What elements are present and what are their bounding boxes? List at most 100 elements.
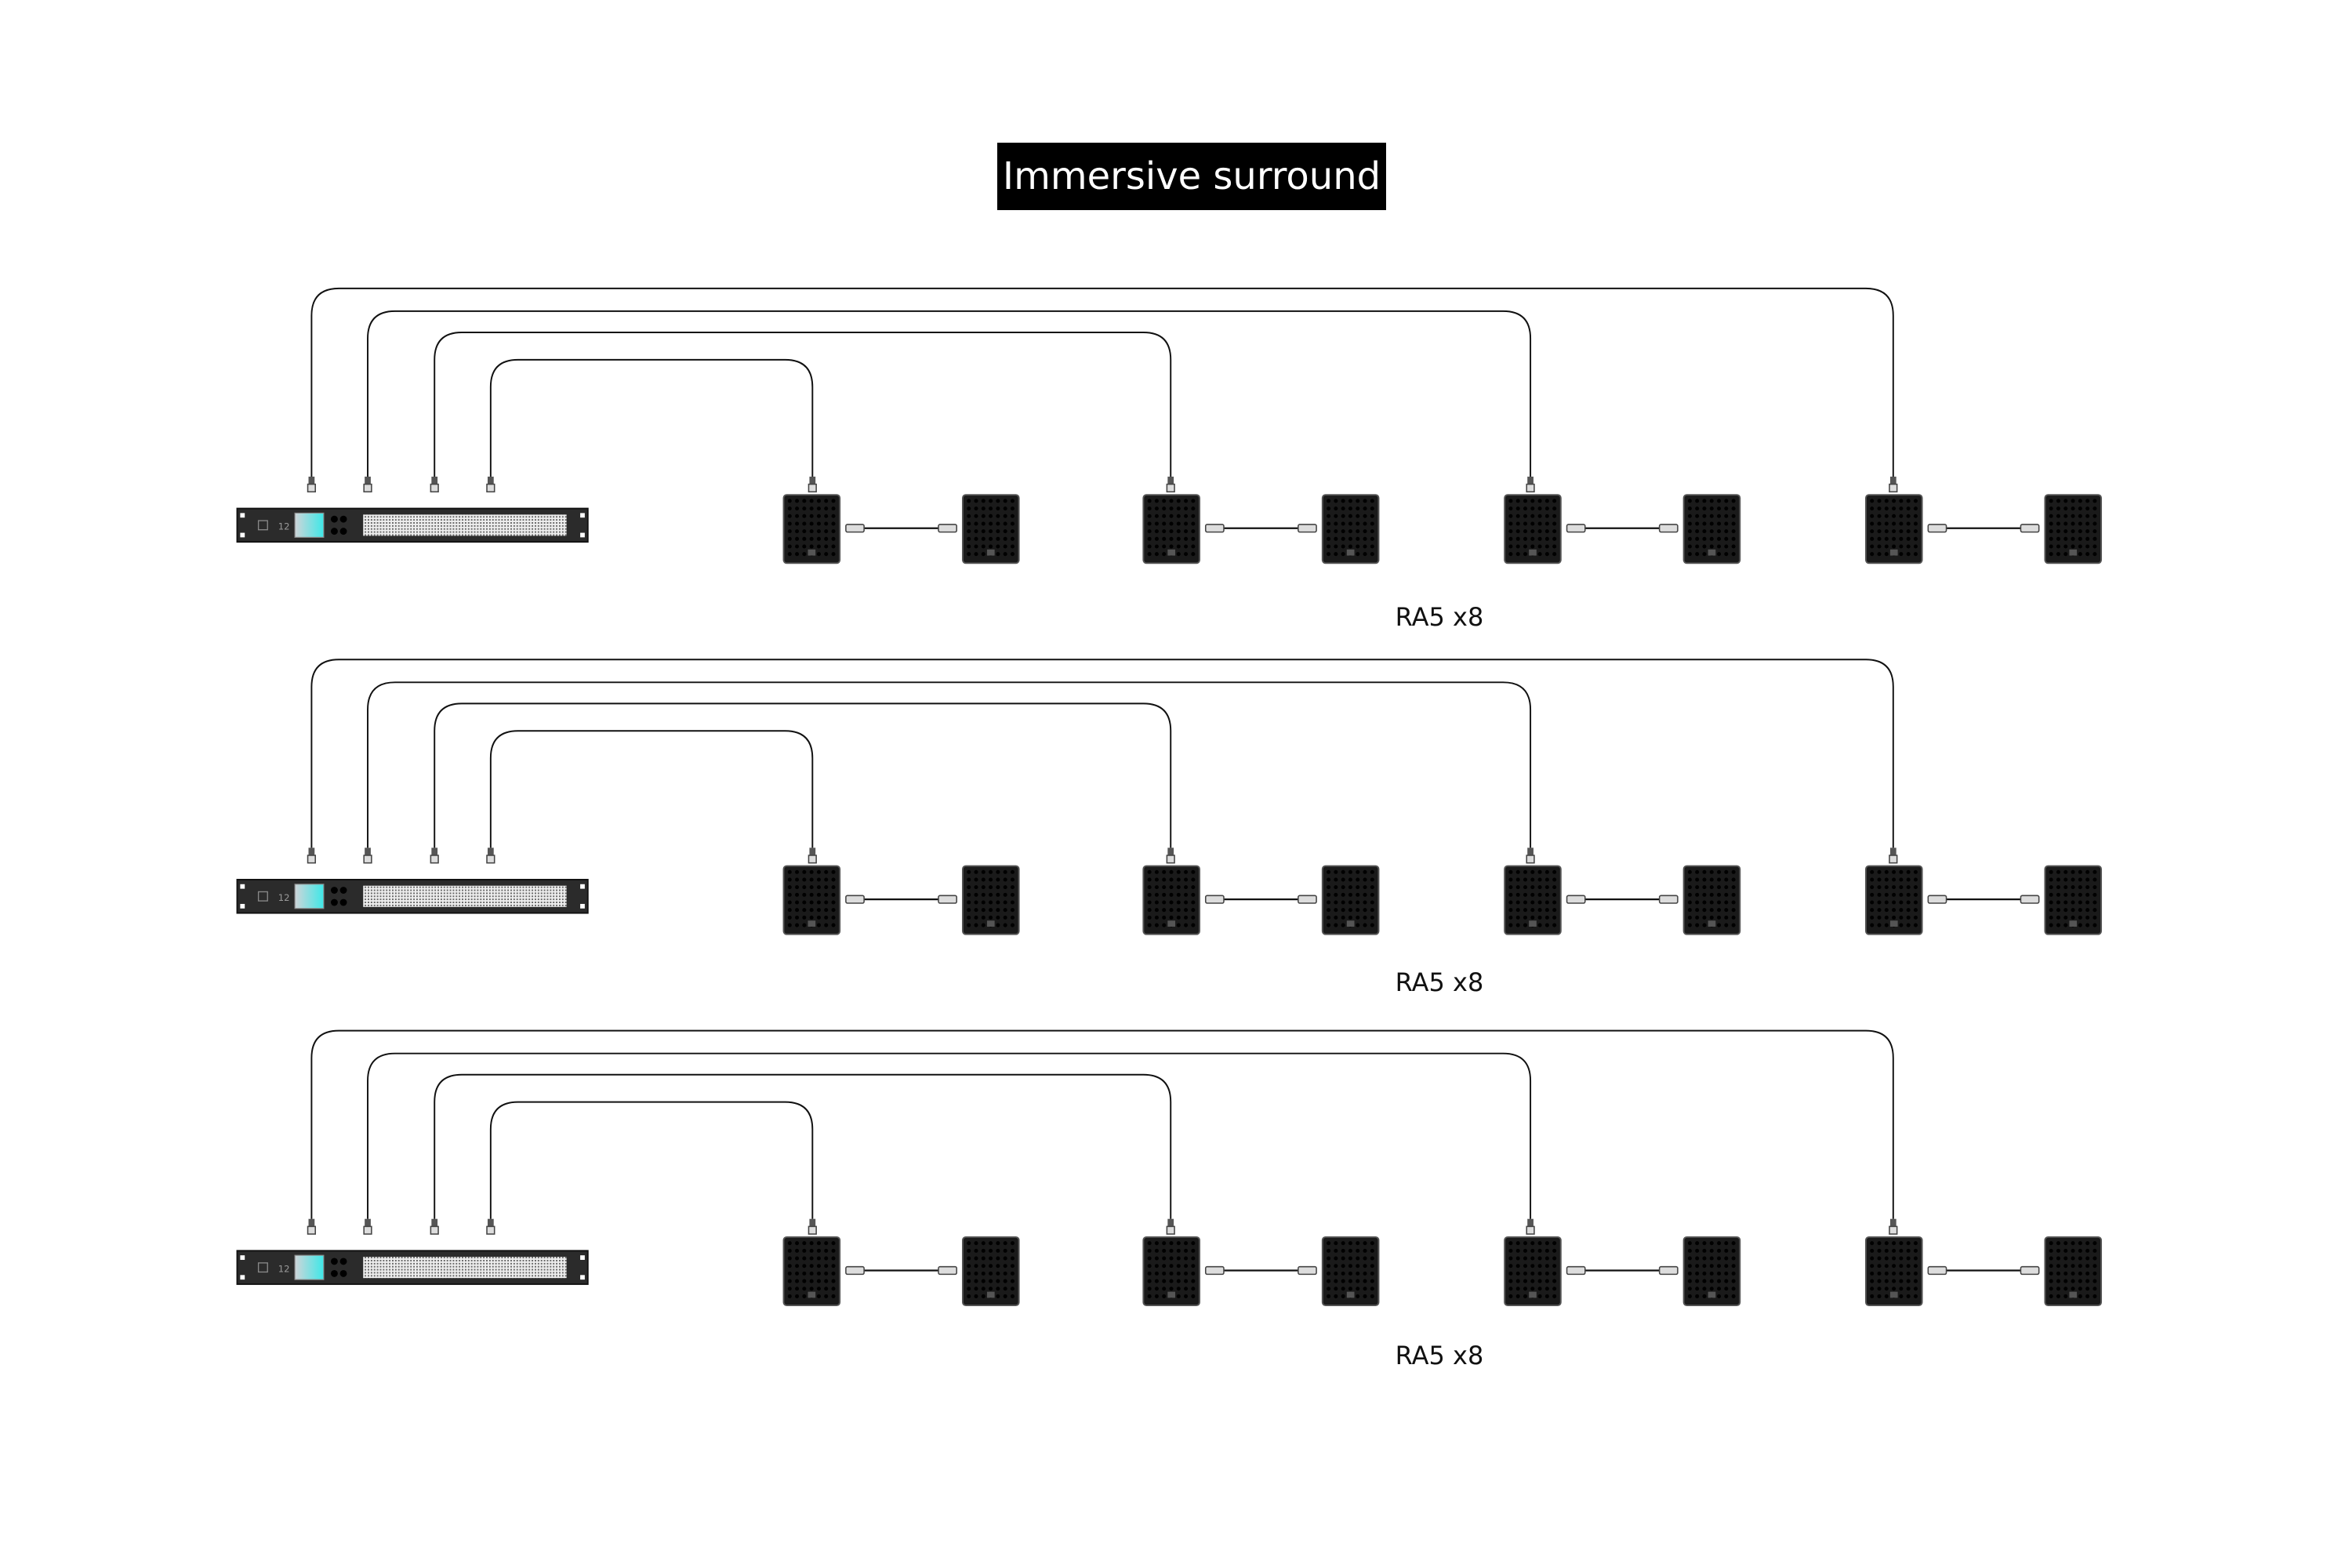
rack-hole [240, 532, 245, 538]
speaker-ra5 [1504, 1236, 1562, 1307]
rack-hole [580, 1275, 585, 1280]
plug-connector [308, 848, 315, 855]
speaker-logo [2069, 549, 2078, 556]
vent-grille [363, 885, 567, 907]
plug-connector [1566, 1265, 1586, 1276]
plug-connector [1298, 1265, 1317, 1276]
speaker-logo [1346, 920, 1355, 927]
rack-hole [240, 1275, 245, 1280]
speaker-ra5 [1682, 865, 1741, 935]
plug-connector [431, 848, 438, 855]
plug-connector [938, 524, 958, 533]
speaker-cable [434, 702, 1172, 848]
plug-connector [845, 1265, 865, 1276]
plug-connector [431, 476, 438, 485]
speaker-logo [1167, 549, 1176, 556]
control-button [339, 1269, 347, 1277]
plug-connector [1658, 895, 1679, 904]
row-2-label: RA5 x8 [1395, 967, 1484, 997]
plug-connector [308, 476, 315, 485]
speaker-cable [489, 358, 814, 477]
amplifier-badge: 12 [278, 1263, 290, 1274]
control-button [339, 528, 347, 535]
speaker-logo [808, 1291, 816, 1298]
speaker-logo [808, 920, 816, 927]
plug-connector [809, 476, 816, 485]
plug-connector [1204, 1265, 1225, 1276]
plug-connector [1658, 1265, 1679, 1276]
speaker-ra5 [962, 1236, 1020, 1307]
speaker-ra5 [962, 494, 1020, 564]
speaker-logo [986, 920, 995, 927]
plug-connector [1167, 1218, 1174, 1227]
plug-connector [1527, 848, 1534, 855]
speaker-ra5 [2044, 1236, 2103, 1307]
plug-connector [1889, 476, 1896, 485]
speaker-logo [1346, 1291, 1355, 1298]
amplifier-badge: 12 [278, 521, 290, 532]
speaker-ra5 [782, 494, 841, 564]
brand-logo-icon [257, 520, 268, 531]
plug-connector [1204, 895, 1225, 904]
display-screen [294, 512, 325, 538]
speaker-ra5 [782, 865, 841, 935]
control-button [330, 887, 338, 894]
plug-connector [308, 1218, 315, 1227]
speaker-logo [1346, 549, 1355, 556]
plug-connector [1204, 524, 1225, 533]
plug-connector [365, 1218, 371, 1227]
plug-connector [2020, 524, 2040, 533]
speaker-ra5 [1682, 494, 1741, 564]
plug-connector [1889, 848, 1896, 855]
control-button [339, 515, 347, 523]
row-3-label: RA5 x8 [1395, 1341, 1484, 1370]
speaker-logo [1529, 920, 1537, 927]
amplifier-badge: 12 [278, 892, 290, 903]
plug-connector [1167, 848, 1174, 855]
speaker-logo [1708, 549, 1716, 556]
speaker-logo [986, 549, 995, 556]
speaker-logo [1708, 920, 1716, 927]
rack-hole [240, 884, 245, 889]
plug-connector [1927, 895, 1947, 904]
amplifier: 12 [236, 879, 589, 914]
speaker-ra5 [1504, 865, 1562, 935]
speaker-ra5 [782, 1236, 841, 1307]
control-button [330, 1258, 338, 1265]
rack-hole [240, 513, 245, 518]
plug-connector [1566, 524, 1586, 533]
amplifier: 12 [236, 507, 589, 543]
plug-connector [1167, 476, 1174, 485]
plug-connector [938, 1265, 958, 1276]
rack-hole [580, 513, 585, 518]
plug-connector [487, 476, 494, 485]
plug-connector [487, 1218, 494, 1227]
speaker-ra5 [2044, 494, 2103, 564]
speaker-cable [310, 1029, 1894, 1219]
plug-connector [2020, 1265, 2040, 1276]
control-button [339, 898, 347, 906]
speaker-ra5 [1142, 494, 1200, 564]
plug-connector [1889, 1218, 1896, 1227]
plug-connector [845, 524, 865, 533]
plug-connector [1927, 1265, 1947, 1276]
speaker-logo [1529, 1291, 1537, 1298]
speaker-cable [367, 1052, 1532, 1219]
speaker-ra5 [1321, 865, 1380, 935]
speaker-logo [1167, 1291, 1176, 1298]
rack-hole [240, 903, 245, 909]
plug-connector [1298, 895, 1317, 904]
control-button [330, 1269, 338, 1277]
speaker-logo [2069, 1291, 2078, 1298]
speaker-logo [2069, 920, 2078, 927]
plug-connector [431, 1218, 438, 1227]
speaker-ra5 [962, 865, 1020, 935]
speaker-ra5 [2044, 865, 2103, 935]
plug-connector [938, 895, 958, 904]
rack-hole [580, 903, 585, 909]
speaker-ra5 [1864, 865, 1923, 935]
rack-hole [240, 1255, 245, 1260]
plug-connector [1527, 1218, 1534, 1227]
speaker-cable [434, 332, 1172, 477]
plug-connector [809, 848, 816, 855]
